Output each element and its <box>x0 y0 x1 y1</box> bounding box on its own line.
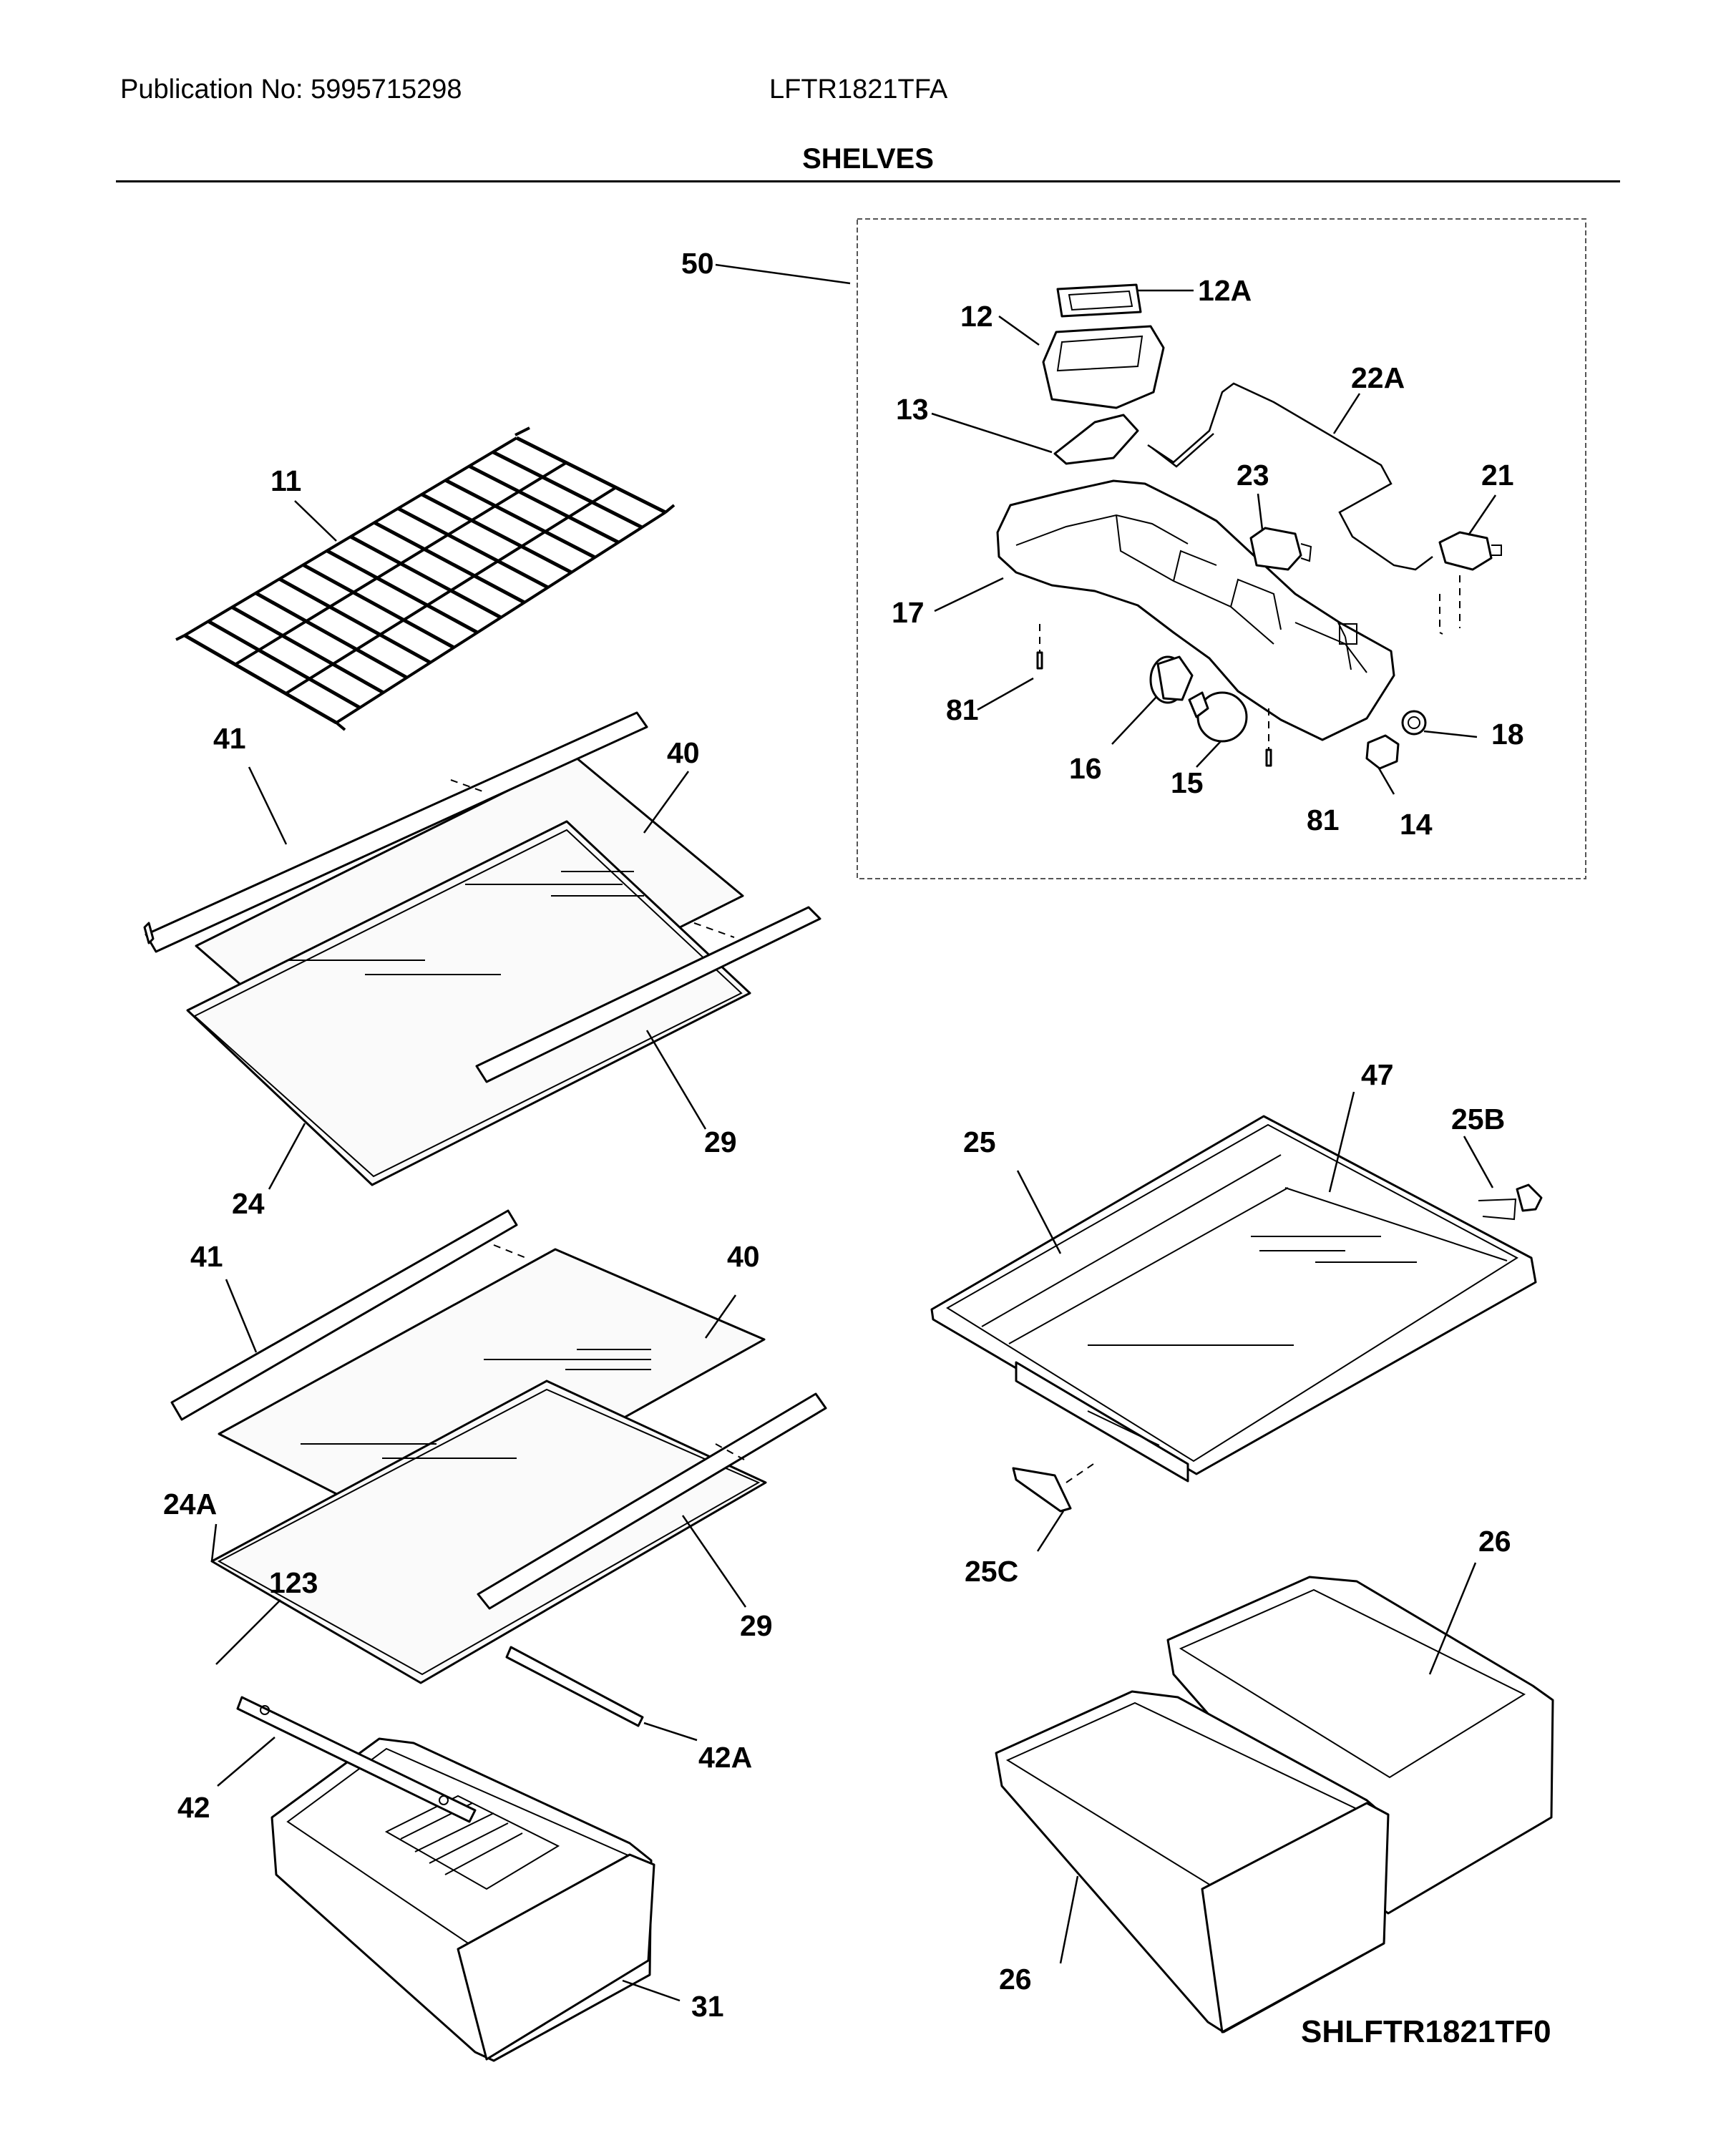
callout-25: 25 <box>963 1126 996 1158</box>
defrost-timer-part <box>1249 527 1312 571</box>
light-housing-part <box>996 479 1395 741</box>
callout-25b: 25B <box>1451 1103 1505 1136</box>
callout-81-right: 81 <box>1307 804 1340 836</box>
callout-16: 16 <box>1069 752 1102 785</box>
publication-number: Publication No: 5995715298 <box>120 74 462 104</box>
callout-50: 50 <box>681 247 714 280</box>
callout-15: 15 <box>1171 766 1204 799</box>
thermostat-knob-part <box>1401 710 1427 736</box>
callout-22a: 22A <box>1351 361 1405 394</box>
callout-26-lower: 26 <box>999 1963 1032 1996</box>
wire-shelf-part <box>175 426 676 731</box>
light-bulb-part <box>1188 691 1248 743</box>
filter-frame-part <box>1056 283 1142 318</box>
callout-42: 42 <box>177 1791 210 1824</box>
screw-parts <box>1036 575 1461 767</box>
left-crisper-drawer-part <box>236 1696 655 2062</box>
callout-29-lower: 29 <box>740 1609 773 1642</box>
header-divider <box>116 180 1620 182</box>
callout-12: 12 <box>960 300 993 333</box>
callout-labels: 50 12A 12 22A 13 21 23 11 17 81 18 16 15… <box>163 247 1524 2023</box>
callout-25c: 25C <box>965 1555 1018 1588</box>
callout-41-lower: 41 <box>190 1240 223 1273</box>
light-socket-part <box>1149 655 1194 704</box>
right-crisper-drawers-part <box>995 1576 1554 2034</box>
damper-part <box>1053 414 1139 465</box>
callout-41-upper: 41 <box>213 722 246 755</box>
callout-81-left: 81 <box>946 693 979 726</box>
callout-24: 24 <box>232 1187 265 1220</box>
light-switch-part <box>1365 734 1400 770</box>
lower-glass-shelf-assembly <box>170 1209 827 1727</box>
filter-housing-part <box>1042 325 1165 409</box>
upper-glass-shelf-assembly <box>143 711 821 1186</box>
callout-24a: 24A <box>163 1488 217 1520</box>
callout-29-upper: 29 <box>704 1126 737 1158</box>
callout-11: 11 <box>270 464 301 497</box>
callout-23: 23 <box>1237 459 1269 492</box>
switch-connector-part <box>1438 531 1502 571</box>
diagram-code: SHLFTR1821TF0 <box>1301 2014 1551 2049</box>
light-assembly-inset <box>857 218 1586 879</box>
page-title: SHELVES <box>802 143 934 175</box>
callout-12a: 12A <box>1198 274 1252 307</box>
callout-42a: 42A <box>698 1741 752 1774</box>
callout-123: 123 <box>269 1566 318 1599</box>
callout-40-upper: 40 <box>667 736 700 769</box>
callout-17: 17 <box>892 596 925 629</box>
callout-26-upper: 26 <box>1478 1525 1511 1558</box>
crisper-cover-part <box>930 1115 1543 1513</box>
callout-13: 13 <box>896 393 929 426</box>
wire-harness-part <box>1147 382 1433 571</box>
leader-lines <box>210 263 1497 2002</box>
callout-40-lower: 40 <box>727 1240 760 1273</box>
callout-18: 18 <box>1491 718 1524 751</box>
callout-47: 47 <box>1361 1058 1394 1091</box>
callout-31: 31 <box>691 1990 724 2023</box>
callout-14: 14 <box>1400 808 1433 841</box>
model-number: LFTR1821TFA <box>769 74 948 104</box>
callout-21: 21 <box>1481 459 1514 492</box>
